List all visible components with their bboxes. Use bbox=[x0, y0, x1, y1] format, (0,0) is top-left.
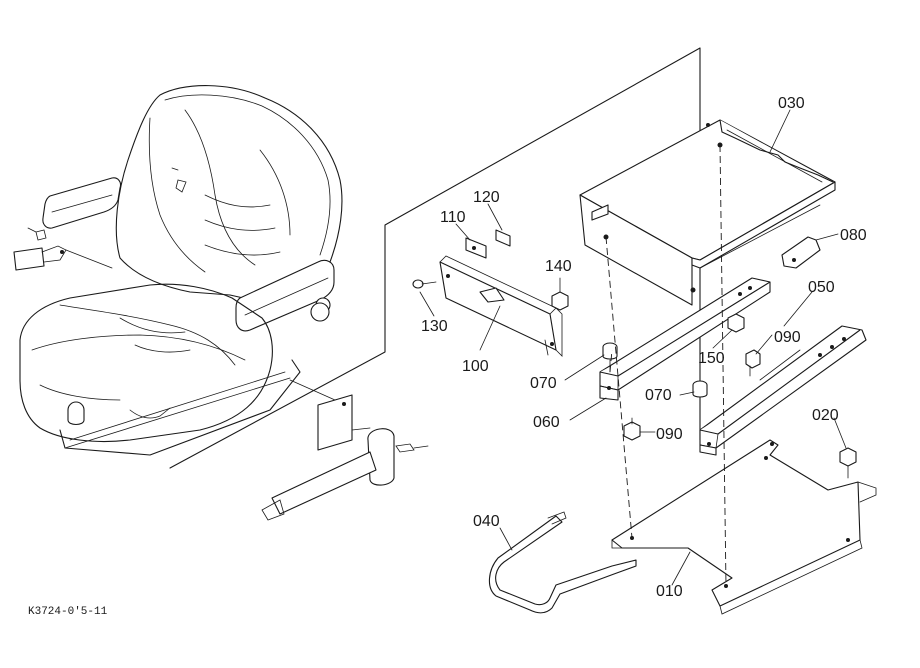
part-110-clip bbox=[465, 237, 487, 259]
alignment-lines bbox=[605, 144, 727, 587]
image-code: K3724-0'5-11 bbox=[28, 606, 108, 618]
part-030-bracket bbox=[579, 119, 836, 306]
part-120-clip bbox=[495, 229, 511, 247]
part-090-bolt-lower bbox=[623, 417, 641, 441]
label-050: 050 bbox=[808, 279, 835, 296]
label-110: 110 bbox=[440, 209, 466, 226]
part-080-spacer bbox=[781, 236, 821, 269]
part-100-plate bbox=[439, 255, 563, 357]
seat-illustration bbox=[13, 85, 429, 521]
part-020-bolt bbox=[839, 447, 857, 479]
label-120: 120 bbox=[473, 189, 500, 206]
label-090-lower: 090 bbox=[656, 426, 683, 443]
part-060-rail bbox=[599, 277, 771, 401]
label-100: 100 bbox=[462, 358, 489, 375]
part-090-bolt-upper bbox=[745, 349, 761, 377]
part-140-nut bbox=[551, 291, 569, 311]
part-040-handle bbox=[488, 511, 637, 614]
leader-lines bbox=[419, 109, 847, 586]
label-020: 020 bbox=[812, 407, 839, 424]
part-010-base bbox=[611, 439, 877, 615]
part-050-rail bbox=[699, 325, 867, 456]
label-070-right: 070 bbox=[645, 387, 672, 404]
label-140: 140 bbox=[545, 258, 572, 275]
part-labels: 030 080 050 090 150 070 070 060 090 020 … bbox=[421, 95, 867, 600]
label-130: 130 bbox=[421, 318, 448, 335]
part-070-bolt-right bbox=[692, 380, 708, 407]
label-070-left: 070 bbox=[530, 375, 557, 392]
label-080: 080 bbox=[840, 227, 867, 244]
label-150: 150 bbox=[698, 350, 725, 367]
label-010: 010 bbox=[656, 583, 683, 600]
label-030: 030 bbox=[778, 95, 805, 112]
part-130-bolt bbox=[412, 279, 437, 289]
label-090-upper: 090 bbox=[774, 329, 801, 346]
label-040: 040 bbox=[473, 513, 500, 530]
label-060: 060 bbox=[533, 414, 560, 431]
part-150-nut bbox=[727, 313, 745, 333]
